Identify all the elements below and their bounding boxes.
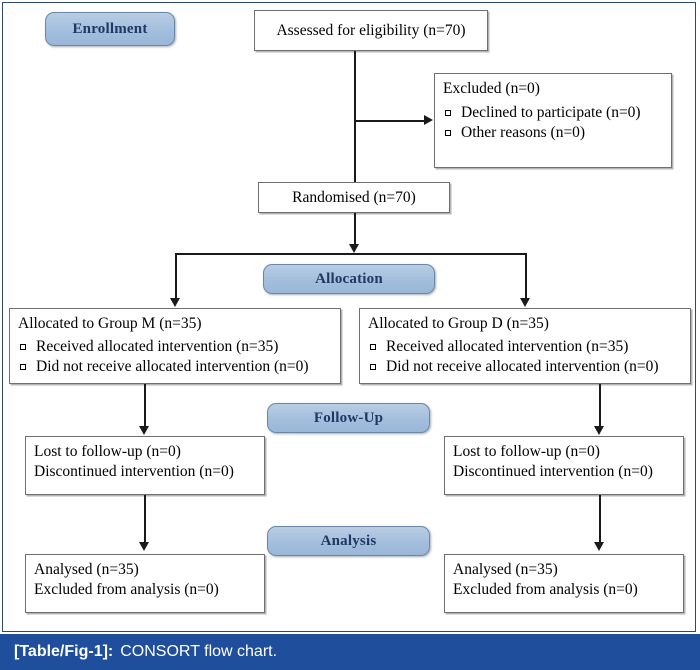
arrow-down-icon-allocation-left (170, 298, 180, 307)
square-bullet-icon (20, 363, 26, 370)
node-analysis-left-line1: Analysed (n=35) (34, 561, 139, 578)
node-allocated-group-m: Allocated to Group M (n=35) Received all… (9, 308, 341, 384)
arrow-down-icon-followup-right (594, 426, 604, 435)
figure-caption-bar: [Table/Fig-1]: CONSORT flow chart. (0, 634, 700, 670)
node-allocated-group-m-title: Allocated to Group M (n=35) (18, 315, 202, 332)
node-excluded: Excluded (n=0) Declined to participate (… (434, 73, 672, 168)
connector-allocation-split (175, 253, 527, 255)
figure-caption-tag: [Table/Fig-1]: (14, 643, 114, 660)
node-analysis-left-line2: Excluded from analysis (n=0) (34, 580, 219, 598)
list-item: Other reasons (n=0) (443, 123, 663, 143)
node-followup-right: Lost to follow-up (n=0) Discontinued int… (444, 436, 684, 495)
stage-pill-allocation-label: Allocation (315, 270, 383, 287)
square-bullet-icon (445, 109, 451, 116)
connector-followup-left (144, 384, 146, 429)
figure-caption-text: CONSORT flow chart. (120, 643, 278, 660)
node-followup-left-line1: Lost to follow-up (n=0) (34, 443, 181, 460)
node-randomised: Randomised (n=70) (258, 182, 450, 213)
list-item-label: Declined to participate (n=0) (461, 103, 641, 121)
node-excluded-title: Excluded (n=0) (443, 80, 540, 97)
connector-allocation-left-drop (175, 253, 177, 301)
list-item-label: Received allocated intervention (n=35) (386, 337, 629, 355)
connector-to-excluded (354, 120, 427, 122)
node-analysis-right-line1: Analysed (n=35) (453, 561, 558, 578)
stage-pill-enrollment-label: Enrollment (72, 20, 148, 37)
list-item-label: Received allocated intervention (n=35) (36, 337, 279, 355)
connector-allocation-right-drop (525, 253, 527, 301)
connector-randomised-down (354, 213, 356, 246)
connector-analysis-right (599, 495, 601, 545)
node-followup-right-line2: Discontinued intervention (n=0) (453, 462, 653, 480)
list-item-label: Did not receive allocated intervention (… (386, 357, 659, 375)
square-bullet-icon (370, 343, 376, 350)
node-analysis-right: Analysed (n=35) Excluded from analysis (… (444, 554, 684, 613)
arrow-down-icon-allocation-right (520, 298, 530, 307)
list-item: Received allocated intervention (n=35) (368, 337, 682, 357)
node-allocated-group-d-title: Allocated to Group D (n=35) (368, 315, 549, 332)
arrow-down-icon-analysis-left (139, 542, 149, 551)
list-item-label: Other reasons (n=0) (461, 123, 586, 141)
stage-pill-followup: Follow-Up (267, 403, 430, 433)
connector-followup-right (599, 384, 601, 429)
node-allocated-group-d: Allocated to Group D (n=35) Received all… (359, 308, 691, 384)
node-followup-left: Lost to follow-up (n=0) Discontinued int… (25, 436, 265, 495)
stage-pill-allocation: Allocation (263, 264, 435, 294)
square-bullet-icon (445, 129, 451, 136)
connector-assessed-to-randomised (354, 51, 356, 182)
node-excluded-list: Declined to participate (n=0) Other reas… (443, 103, 663, 143)
stage-pill-enrollment: Enrollment (45, 12, 175, 46)
stage-pill-analysis: Analysis (267, 526, 430, 556)
list-item-label: Did not receive allocated intervention (… (36, 357, 309, 375)
list-item: Did not receive allocated intervention (… (368, 357, 682, 377)
arrow-down-icon-randomised (349, 244, 359, 253)
connector-analysis-left (144, 495, 146, 545)
node-analysis-right-line2: Excluded from analysis (n=0) (453, 580, 638, 598)
list-item: Did not receive allocated intervention (… (18, 357, 332, 377)
node-analysis-left: Analysed (n=35) Excluded from analysis (… (25, 554, 265, 613)
node-allocated-group-m-list: Received allocated intervention (n=35) D… (18, 337, 332, 377)
node-allocated-group-d-list: Received allocated intervention (n=35) D… (368, 337, 682, 377)
square-bullet-icon (20, 343, 26, 350)
node-followup-left-line2: Discontinued intervention (n=0) (34, 462, 234, 480)
arrow-down-icon-followup-left (139, 426, 149, 435)
node-assessed-text: Assessed for eligibility (n=70) (276, 21, 466, 39)
stage-pill-analysis-label: Analysis (320, 532, 377, 549)
arrow-right-icon-excluded (424, 115, 433, 125)
list-item: Declined to participate (n=0) (443, 103, 663, 123)
node-assessed-for-eligibility: Assessed for eligibility (n=70) (254, 10, 488, 51)
arrow-down-icon-analysis-right (594, 542, 604, 551)
square-bullet-icon (370, 363, 376, 370)
node-randomised-text: Randomised (n=70) (292, 188, 416, 206)
node-followup-right-line1: Lost to follow-up (n=0) (453, 443, 600, 460)
stage-pill-followup-label: Follow-Up (313, 409, 384, 426)
list-item: Received allocated intervention (n=35) (18, 337, 332, 357)
